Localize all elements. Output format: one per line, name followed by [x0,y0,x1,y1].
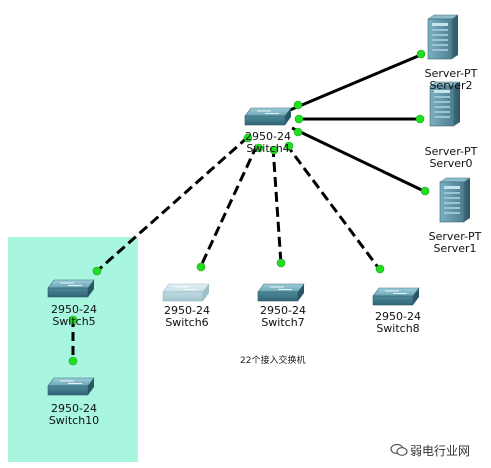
switch5-label: 2950-24 Switch5 [44,304,104,328]
link-switch4-server2 [289,52,424,112]
link-switch4-switch7 [271,146,283,265]
switch7-icon[interactable] [257,283,305,302]
server0-name: Server0 [429,157,473,170]
link-up-dot [196,262,206,272]
server0-type: Server-PT [424,145,478,158]
switch6-icon[interactable] [162,283,210,302]
switch7-label: 2950-24 Switch7 [253,305,313,329]
link-switch4-server1 [291,126,429,195]
watermark-text: 弱电行业网 [410,444,471,458]
switch10-label: 2950-24 Switch10 [42,403,106,427]
link-up-dot [293,100,303,110]
link-up-dot [416,49,426,59]
link-up-dot [420,186,430,196]
server1-type: Server-PT [428,230,482,243]
switch10-name: Switch10 [48,414,100,427]
link-up-dot [375,264,385,274]
switch7-name: Switch7 [261,316,305,329]
link-switch4-switch5 [95,135,249,274]
server1-label: Server-PT Server1 [418,231,491,255]
switch5-name: Switch5 [52,315,96,328]
link-up-dot [254,143,264,153]
switch4-label: 2950-24 Switch4 [238,131,298,155]
switch6-model: 2950-24 [164,304,210,317]
switch5-model: 2950-24 [51,303,97,316]
switch8-icon[interactable] [372,287,420,306]
server2-icon[interactable] [427,14,459,60]
link-up-dot [68,356,78,366]
link-up-dot [68,315,78,325]
link-up-dot [243,133,253,143]
switch4-name: Switch4 [246,142,290,155]
switch10-icon[interactable] [47,377,95,396]
link-up-dot [276,258,286,268]
link-up-dot [269,145,279,155]
switch5-icon[interactable] [47,279,95,298]
link-up-dot [415,114,425,124]
server2-name: Server2 [429,79,473,92]
switch8-model: 2950-24 [375,310,421,323]
link-status-dots [68,49,430,366]
switch4-icon[interactable] [244,107,292,126]
link-up-dot [92,266,102,276]
wechat-icon [390,444,408,456]
switch4-model: 2950-24 [245,130,291,143]
link-up-dot [284,141,294,151]
link-up-dot [293,127,303,137]
link-up-dot [294,114,304,124]
diagram-caption: 22个接入交换机 [240,356,306,366]
switch6-name: Switch6 [165,316,209,329]
server2-label: Server-PT Server2 [414,68,488,92]
server1-name: Server1 [433,242,477,255]
switch8-label: 2950-24 Switch8 [368,311,428,335]
server0-label: Server-PT Server0 [414,146,488,170]
switch10-model: 2950-24 [51,402,97,415]
link-switch4-switch6 [198,144,259,269]
server2-type: Server-PT [424,67,478,80]
server1-icon[interactable] [439,177,471,223]
switch6-label: 2950-24 Switch6 [157,305,217,329]
link-switch4-switch8 [284,143,382,271]
switch8-name: Switch8 [376,322,420,335]
switch7-model: 2950-24 [260,304,306,317]
